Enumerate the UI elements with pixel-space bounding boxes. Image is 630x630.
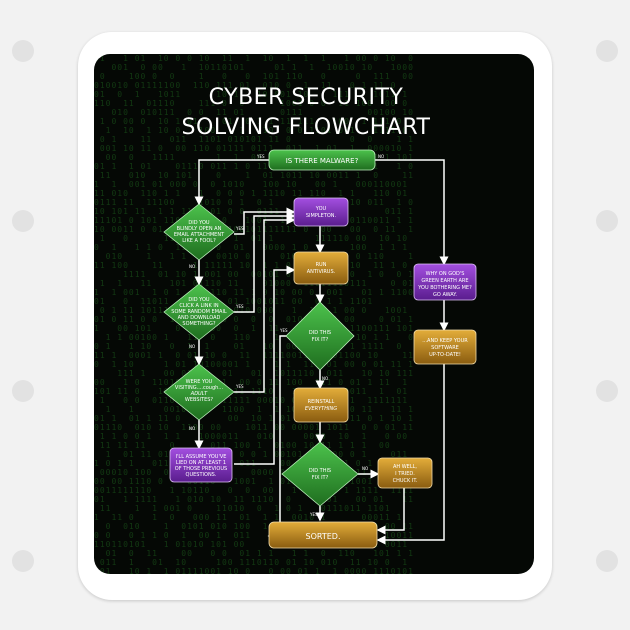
watermark-icon xyxy=(596,40,618,62)
node-label: IS THERE MALWARE? xyxy=(286,157,359,165)
watermark-icon xyxy=(12,380,34,402)
watermark-icon xyxy=(12,40,34,62)
node-label-line: CHUCK IT. xyxy=(393,478,418,484)
edge-label-yes: YES xyxy=(309,512,318,517)
title-line-2: SOLVING FLOWCHART xyxy=(182,115,431,140)
node-label-line: GO AWAY. xyxy=(433,292,457,298)
node-label-line: LIKE A FOOL? xyxy=(182,238,216,244)
node-did-this-fix-it-2: DID THIS FIX IT? xyxy=(281,441,359,507)
node-label-line: REINSTALL xyxy=(308,399,335,405)
node-label-line: DID THIS xyxy=(309,468,331,474)
node-label-line: SOFTWARE xyxy=(431,345,459,351)
node-label-line: BLINDLY OPEN AN xyxy=(177,226,222,232)
node-run-antivirus: RUN ANTIVIRUS. xyxy=(293,251,349,285)
node-q2-clicked-link: DID YOU CLICK A LINK IN SOME RANDOM EMAI… xyxy=(163,283,235,341)
node-keep-software-updated: ...AND KEEP YOUR SOFTWARE UP-TO-DATE! xyxy=(413,329,477,365)
node-label-line: WHY ON GOD'S xyxy=(426,271,465,277)
node-label-line: EMAIL ATTACHMENT xyxy=(174,232,225,238)
watermark-icon xyxy=(596,210,618,232)
title-line-1: CYBER SECURITY xyxy=(209,85,404,110)
node-label-line: AND DOWNLOAD xyxy=(178,315,221,321)
edge-label-no: NO xyxy=(362,466,368,471)
edge-label-yes: YES xyxy=(256,154,265,159)
node-ah-well-i-tried: AH WELL, I TRIED. CHUCK IT. xyxy=(377,457,433,489)
node-label-line: YOU xyxy=(315,206,327,212)
node-label-line: I'LL ASSUME YOU'VE xyxy=(176,454,227,460)
watermark-icon xyxy=(596,380,618,402)
watermark-icon xyxy=(12,550,34,572)
node-label-line: YOU BOTHERING ME? xyxy=(417,285,472,291)
node-you-simpleton: YOU SIMPLETON. xyxy=(293,197,349,227)
node-label-line: QUESTIONS. xyxy=(186,472,217,478)
node-label-line: GREEN EARTH ARE xyxy=(421,278,468,284)
node-label-line: OF THOSE PREVIOUS xyxy=(175,466,227,472)
node-label-line: EVERYTHING xyxy=(305,406,337,412)
node-is-there-malware: IS THERE MALWARE? xyxy=(268,149,376,171)
node-label-line: ADULT xyxy=(190,391,208,397)
node-label-line: WEBSITES? xyxy=(185,397,213,403)
node-label-line: FIX IT? xyxy=(312,475,329,481)
node-label-line: AH WELL, xyxy=(393,464,417,470)
watermark-icon xyxy=(596,550,618,572)
node-label-line: SOMETHING? xyxy=(182,321,215,327)
connectors xyxy=(194,159,449,545)
node-assume-lied: I'LL ASSUME YOU'VE LIED ON AT LEAST 1 OF… xyxy=(169,447,233,483)
node-label-line: LIED ON AT LEAST 1 xyxy=(176,460,226,466)
node-label-line: FIX IT? xyxy=(312,337,329,343)
edge-label-yes: YES xyxy=(235,304,244,309)
node-did-this-fix-it-1: DID THIS FIX IT? xyxy=(285,301,355,371)
node-q1-email-attachment: DID YOU BLINDLY OPEN AN EMAIL ATTACHMENT… xyxy=(163,203,235,261)
node-label-line: CLICK A LINK IN xyxy=(179,303,218,309)
edge-label-yes: YES xyxy=(235,384,244,389)
edge-label-no: NO xyxy=(189,344,195,349)
node-why-bothering-me: WHY ON GOD'S GREEN EARTH ARE YOU BOTHERI… xyxy=(413,263,477,301)
node-label-line: SOME RANDOM EMAIL xyxy=(171,309,227,315)
node-reinstall-everything: REINSTALL EVERYTHING xyxy=(293,387,349,423)
flowchart-board: 01 1 01 10 0 0 10 11 1 10 1 1 1 1 00 0 1… xyxy=(94,54,534,574)
edge-label-yes: YES xyxy=(279,328,288,333)
node-label-line: UP-TO-DATE! xyxy=(429,352,461,358)
watermark-icon xyxy=(12,210,34,232)
node-label-line: I TRIED. xyxy=(395,471,415,477)
flowchart-canvas: CYBER SECURITY SOLVING FLOWCHART xyxy=(163,85,477,549)
node-label: SORTED. xyxy=(306,532,341,541)
node-label-line: DID YOU xyxy=(188,297,209,303)
node-label-line: RUN xyxy=(316,262,327,268)
node-label-line: VISITING....cough... xyxy=(175,385,224,391)
node-label-line: DID YOU xyxy=(188,220,209,226)
edge-label-no: NO xyxy=(322,376,328,381)
node-q3-adult-websites: WERE YOU VISITING....cough... ADULT WEBS… xyxy=(163,363,235,421)
edge-label-no: NO xyxy=(378,154,384,159)
node-label-line: SIMPLETON. xyxy=(306,213,337,219)
edge-labels: YES NO YES NO YES NO YES NO YES NO NO YE… xyxy=(189,154,384,517)
edge-label-no: NO xyxy=(189,264,195,269)
node-label-line: ANTIVIRUS. xyxy=(307,269,336,275)
node-label-line: WERE YOU xyxy=(186,379,213,385)
node-label-line: ...AND KEEP YOUR xyxy=(422,338,468,344)
edge-label-no: NO xyxy=(189,426,195,431)
node-label-line: DID THIS xyxy=(309,330,331,336)
node-sorted: SORTED. xyxy=(268,521,378,549)
edge-label-yes: YES xyxy=(235,226,244,231)
